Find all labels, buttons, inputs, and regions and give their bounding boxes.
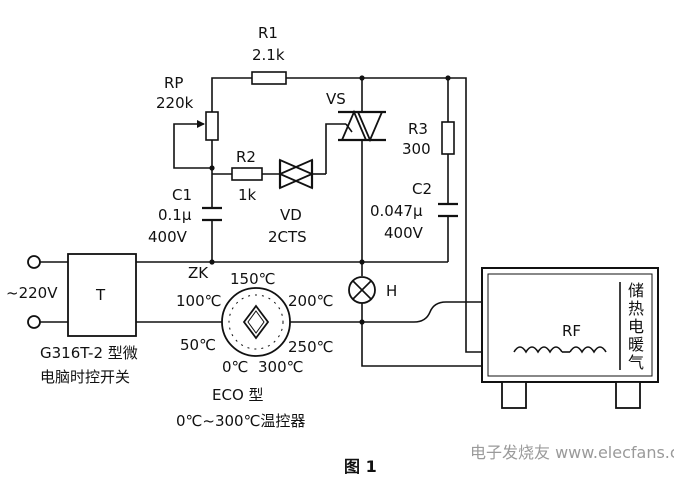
lamp-h-icon <box>348 262 376 322</box>
heater-box <box>481 267 659 409</box>
c1-voltage: 400V <box>148 228 188 246</box>
c2-voltage: 400V <box>384 224 424 242</box>
rp-wiper-arrow-icon <box>197 120 205 128</box>
rp-value: 220k <box>156 94 194 112</box>
heating-coil-rf-icon <box>513 346 607 354</box>
timer-line2: 电脑时控开关 <box>40 368 130 386</box>
c2-value: 0.047μ <box>370 202 423 220</box>
capacitor-c1-icon <box>202 206 222 222</box>
rf-name: RF <box>562 322 581 340</box>
supply-wiring <box>27 255 222 329</box>
vd-name: VD <box>280 206 302 224</box>
mark-100: 100℃ <box>176 292 221 310</box>
mark-0: 0℃ <box>222 358 248 376</box>
mark-300: 300℃ <box>258 358 303 376</box>
h-name: H <box>386 282 397 300</box>
resistor-r3 <box>441 121 455 155</box>
r2-name: R2 <box>236 148 256 166</box>
heater-char-2: 热 <box>628 299 644 318</box>
heater-char-1: 储 <box>628 281 644 300</box>
vd-value: 2CTS <box>268 228 307 246</box>
supply-label: ~220V <box>6 284 58 302</box>
mark-150: 150℃ <box>230 270 275 288</box>
thermostat-line2: 0℃~300℃温控器 <box>176 412 305 430</box>
timer-switch-t <box>67 253 137 337</box>
resistor-r2 <box>231 167 263 181</box>
heater-char-3: 电 <box>628 317 644 336</box>
potentiometer-rp <box>205 111 219 141</box>
thermostat-dial-icon <box>221 287 291 357</box>
r3-value: 300 <box>402 140 431 158</box>
mark-250: 250℃ <box>288 338 333 356</box>
rp-name: RP <box>164 74 183 92</box>
triac-vs-icon <box>338 109 386 143</box>
heater-vertical-label: 储 热 电 暖 气 <box>628 281 644 372</box>
t-name: T <box>95 286 106 304</box>
thermostat-line1: ECO 型 <box>212 386 264 404</box>
c2-name: C2 <box>412 180 432 198</box>
r1-name: R1 <box>258 24 278 42</box>
heater-char-5: 气 <box>628 353 644 372</box>
zk-name: ZK <box>188 264 209 282</box>
diac-vd-icon <box>277 158 315 190</box>
timer-line1: G316T-2 型微 <box>40 344 138 362</box>
capacitor-c2-icon <box>438 202 458 218</box>
r1-value: 2.1k <box>252 46 285 64</box>
mark-200: 200℃ <box>288 292 333 310</box>
r2-value: 1k <box>238 186 257 204</box>
c1-value: 0.1μ <box>158 206 192 224</box>
figure-caption: 图 1 <box>344 457 377 476</box>
c1-name: C1 <box>172 186 192 204</box>
mark-50: 50℃ <box>180 336 216 354</box>
watermark: 电子发烧友 www.elecfans.com <box>470 443 674 462</box>
resistor-r1 <box>251 71 287 85</box>
heater-char-4: 暖 <box>628 335 644 354</box>
vs-name: VS <box>326 90 346 108</box>
r3-name: R3 <box>408 120 428 138</box>
